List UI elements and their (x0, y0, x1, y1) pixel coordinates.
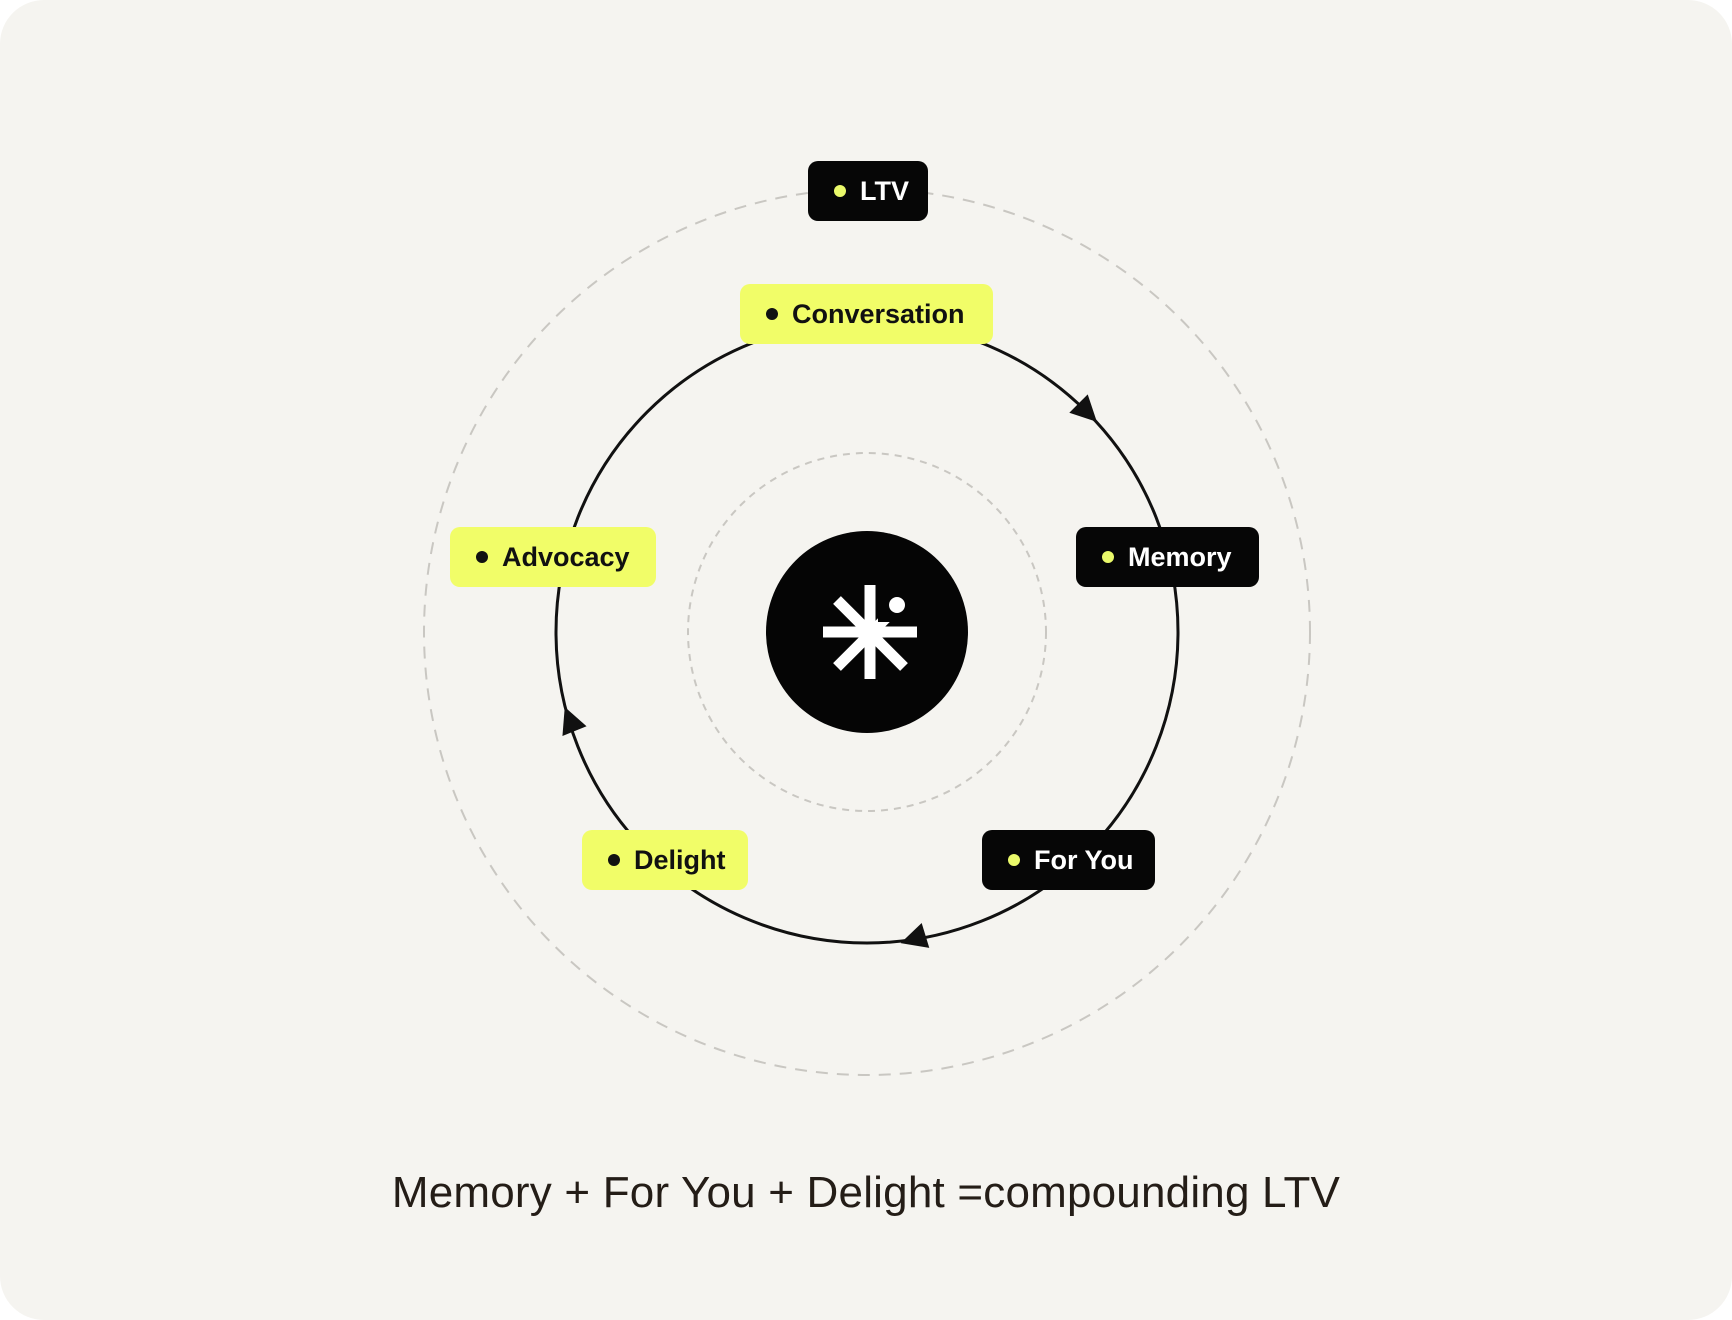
node-label: Advocacy (502, 541, 630, 572)
node-advocacy: Advocacy (450, 527, 656, 587)
inner-dashed-ring (687, 452, 1047, 812)
node-dot (1008, 854, 1020, 866)
node-label: LTV (860, 175, 909, 206)
asterisk-logo-icon (766, 531, 968, 733)
node-dot (1102, 551, 1114, 563)
node-dot (476, 551, 488, 563)
node-label: Conversation (792, 298, 965, 329)
node-ltv: LTV (808, 161, 928, 221)
node-for-you: For You (982, 830, 1155, 890)
flow-arrow-foryou-to-delight (900, 923, 930, 948)
flow-arrow-delight-to-advocacy (562, 707, 587, 736)
node-label: Memory (1128, 541, 1232, 572)
diagram-caption: Memory + For You + Delight =compounding … (391, 1168, 1341, 1217)
node-dot (608, 854, 620, 866)
node-label: Delight (634, 844, 726, 875)
node-delight: Delight (582, 830, 748, 890)
node-memory: Memory (1076, 527, 1259, 587)
node-conversation: Conversation (740, 284, 993, 344)
node-dot (766, 308, 778, 320)
node-label: For You (1034, 844, 1134, 875)
node-dot (834, 185, 846, 197)
